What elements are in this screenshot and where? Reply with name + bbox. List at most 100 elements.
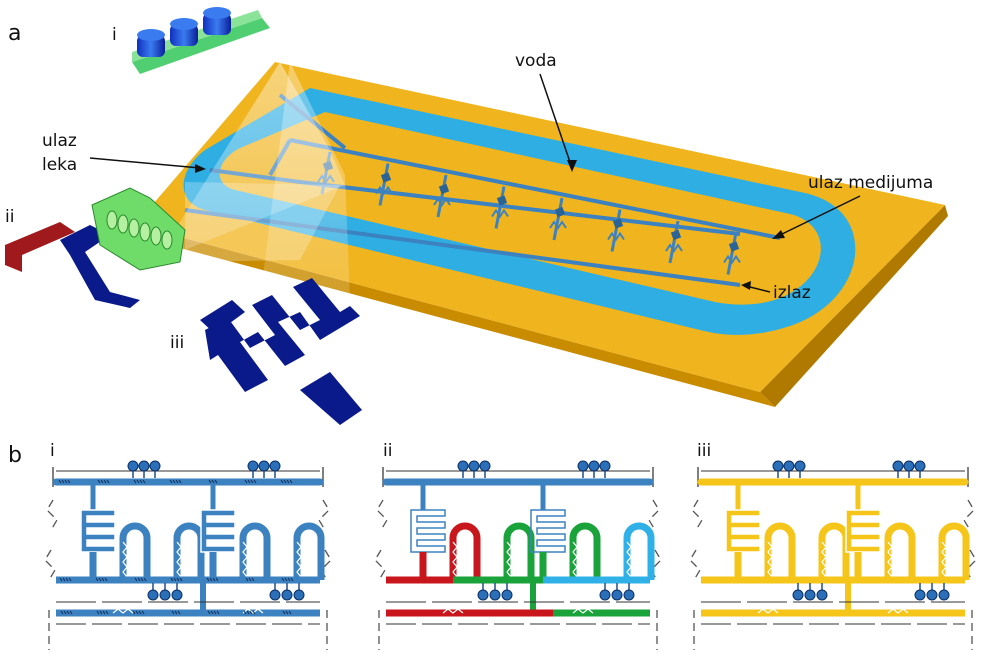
speckle	[64, 479, 68, 484]
left-wavy-border	[44, 499, 58, 650]
rung-6	[610, 209, 622, 252]
speckle	[283, 479, 287, 484]
u-channel-2	[267, 522, 325, 584]
speckle	[290, 577, 294, 582]
cell	[903, 460, 915, 472]
bottom-zigzag	[442, 608, 594, 614]
cell	[783, 460, 795, 472]
zigzag-edge-2	[821, 541, 827, 583]
speckle	[134, 577, 138, 582]
cell	[247, 460, 259, 472]
cell	[926, 589, 938, 601]
speckle	[174, 610, 178, 615]
valve-2	[380, 172, 392, 183]
callout-izlaz-arrowhead	[741, 281, 751, 290]
cylinder-1-top	[137, 29, 165, 41]
speckle	[244, 479, 248, 484]
speckle	[179, 577, 183, 582]
inset-iii-head	[200, 300, 245, 334]
u-channel-2	[597, 522, 655, 584]
speckle	[171, 610, 175, 615]
cell	[772, 460, 784, 472]
speckle	[59, 577, 63, 582]
inset-i-cylinders	[137, 7, 231, 57]
speckle	[175, 479, 179, 484]
inset-iii-serpentine	[205, 278, 360, 392]
cell	[159, 589, 171, 601]
valve-8	[728, 241, 740, 252]
speckle	[253, 479, 257, 484]
left-wavy-border	[689, 499, 703, 650]
speckle	[281, 577, 285, 582]
speckle	[106, 479, 110, 484]
cell	[468, 460, 480, 472]
chip-side-right	[760, 205, 948, 407]
cell	[623, 589, 635, 601]
speckle	[282, 610, 286, 615]
speckle	[252, 610, 256, 615]
rung-4	[494, 186, 506, 229]
speckle	[67, 479, 71, 484]
u-channel-2	[912, 522, 970, 584]
speckle	[61, 479, 65, 484]
cell	[804, 589, 816, 601]
cell	[258, 460, 270, 472]
comb-resistor	[845, 509, 881, 553]
cell	[914, 460, 926, 472]
speckle	[173, 577, 177, 582]
cylinder-3	[203, 13, 231, 35]
panel-b-iii-label: iii	[697, 441, 711, 461]
speckle	[138, 610, 142, 615]
cell	[138, 460, 150, 472]
callout-ulaz-leka-line2: leka	[42, 155, 77, 175]
bump-5	[150, 226, 162, 246]
callout-ulaz-medijuma-text: ulaz medijuma	[808, 173, 933, 193]
cell	[794, 460, 806, 472]
beam-2	[260, 62, 350, 300]
schematic-ii	[374, 460, 662, 650]
u-channel-1	[419, 522, 481, 584]
speckle	[60, 610, 64, 615]
valve-6	[612, 218, 624, 229]
inset-iii-tail	[300, 372, 362, 425]
cell	[816, 589, 828, 601]
zigzag-7	[665, 243, 683, 253]
left-wavy-border	[374, 499, 388, 650]
speckle	[95, 577, 99, 582]
speckle	[103, 479, 107, 484]
speckle	[208, 479, 212, 484]
speckle	[69, 610, 73, 615]
speckle	[212, 577, 216, 582]
callout-voda-arrowhead	[567, 160, 577, 172]
cell	[599, 460, 611, 472]
comb-resistor	[725, 509, 761, 553]
zigzag-edge-2	[296, 541, 302, 583]
zigzag-edge-1	[572, 541, 578, 583]
zigzag-edge-1	[242, 541, 248, 583]
speckle	[211, 479, 215, 484]
zigzag-3	[433, 197, 451, 207]
bump-4	[139, 222, 151, 242]
cell	[892, 460, 904, 472]
cell	[489, 589, 501, 601]
speckle	[287, 577, 291, 582]
zigzag-edge-2	[176, 541, 182, 583]
cell	[501, 589, 513, 601]
cylinder-2	[170, 24, 198, 46]
zigzag-edge-2	[506, 541, 512, 583]
inset-i-label: i	[112, 25, 117, 45]
cell	[479, 460, 491, 472]
cylinder-1	[137, 35, 165, 57]
panel-b: b i ii iii	[8, 441, 977, 650]
u-channel-1	[209, 522, 271, 584]
callout-voda-text: voda	[515, 51, 557, 71]
speckle	[250, 479, 254, 484]
speckle	[216, 610, 220, 615]
speckle	[247, 479, 251, 484]
u-channel-1	[734, 522, 796, 584]
speckle	[135, 610, 139, 615]
callout-ulaz-leka-line1: ulaz	[42, 131, 77, 151]
zigzag-edge-1	[452, 541, 458, 583]
speckle	[68, 577, 72, 582]
speckle	[101, 577, 105, 582]
